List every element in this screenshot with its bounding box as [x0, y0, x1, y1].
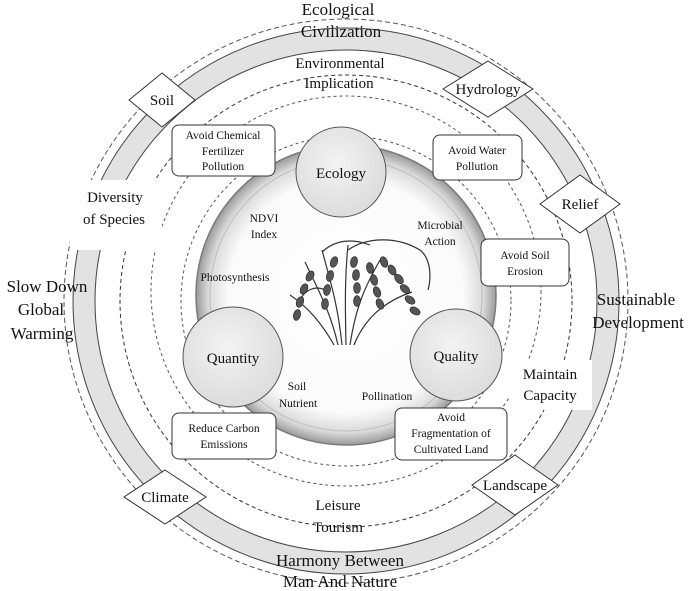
outer-ring [63, 18, 629, 584]
reduce-carbon-box: Reduce Carbon Emissions [171, 412, 277, 460]
quality-label: Quality [434, 349, 479, 365]
avoid-chemical-line3: Pollution [202, 161, 244, 173]
reduce-carbon-line2: Emissions [200, 439, 248, 451]
middle-right-line2: Capacity [523, 388, 577, 404]
avoid-soil-line2: Erosion [507, 266, 543, 278]
outer-left-line3: Warming [11, 324, 74, 343]
middle-bottom-line1: Leisure [316, 498, 361, 514]
ecology-node: Ecology [295, 126, 387, 218]
avoid-fragmentation-box: Avoid Fragmentation of Cultivated Land [394, 407, 508, 461]
quantity-label: Quantity [207, 351, 260, 367]
relief-diamond: Relief [539, 174, 621, 234]
ndvi-line1: NDVI [250, 213, 279, 225]
middle-bottom-line2: Tourism [313, 520, 363, 536]
avoid-fragmentation-line2: Fragmentation of [411, 428, 491, 440]
avoid-chemical-line2: Fertilizer [202, 146, 244, 158]
soil-diamond: Soil [128, 72, 196, 128]
ndvi-line2: Index [251, 229, 277, 241]
avoid-water-line2: Pollution [456, 161, 498, 173]
microbial-line2: Action [424, 236, 456, 248]
hydrology-label: Hydrology [456, 82, 521, 98]
outer-ring-labels: Ecological Civilization Harmony Between … [7, 0, 684, 591]
landscape-label: Landscape [483, 478, 547, 494]
inner-labels: NDVI Index Microbial Action Photosynthes… [200, 213, 462, 410]
outer-left-line1: Slow Down [7, 277, 88, 296]
quantity-node: Quantity [182, 306, 284, 408]
outer-top-line2: Civilization [301, 22, 382, 41]
middle-left-line2: of Species [83, 212, 145, 228]
hydrology-diamond: Hydrology [442, 60, 534, 118]
middle-left-line1: Diversity [87, 190, 143, 206]
outer-bottom-line2: Man And Nature [283, 572, 397, 591]
outer-bottom-line1: Harmony Between [276, 551, 404, 570]
soil-nutrient-line2: Nutrient [279, 398, 318, 410]
soil-label: Soil [150, 93, 174, 109]
avoid-water-line1: Avoid Water [448, 145, 506, 157]
soil-nutrient-line1: Soil [288, 381, 307, 393]
outer-right-line1: Sustainable [597, 290, 675, 309]
rice-plant-illustration [289, 239, 431, 346]
outer-top-line1: Ecological [302, 0, 375, 19]
quality-node: Quality [409, 308, 503, 402]
middle-top-line1: Environmental [295, 56, 384, 72]
ecology-label: Ecology [316, 166, 366, 182]
avoid-water-box: Avoid Water Pollution [432, 134, 523, 181]
outer-left-line2: Global [18, 300, 65, 319]
climate-diamond: Climate [123, 469, 207, 525]
climate-label: Climate [141, 490, 189, 506]
outer-right-line2: Development [592, 313, 684, 332]
avoid-fragmentation-line1: Avoid [437, 412, 465, 424]
middle-right-line1: Maintain [523, 367, 578, 383]
avoid-fragmentation-line3: Cultivated Land [414, 444, 489, 456]
avoid-chemical-line1: Avoid Chemical [186, 130, 261, 142]
middle-ring-labels: Environmental Implication Leisure Touris… [70, 56, 592, 536]
relief-label: Relief [562, 197, 599, 213]
photosynthesis-label: Photosynthesis [200, 272, 270, 284]
middle-ring [119, 74, 573, 528]
avoid-soil-box: Avoid Soil Erosion [480, 238, 570, 287]
inner-ring [150, 95, 542, 487]
reduce-carbon-line1: Reduce Carbon [188, 423, 259, 435]
middle-top-line2: Implication [304, 76, 374, 92]
landscape-diamond: Landscape [471, 454, 559, 516]
pollination-label: Pollination [362, 391, 413, 403]
microbial-line1: Microbial [417, 220, 462, 232]
avoid-chemical-box: Avoid Chemical Fertilizer Pollution [171, 124, 276, 177]
avoid-soil-line1: Avoid Soil [500, 250, 549, 262]
